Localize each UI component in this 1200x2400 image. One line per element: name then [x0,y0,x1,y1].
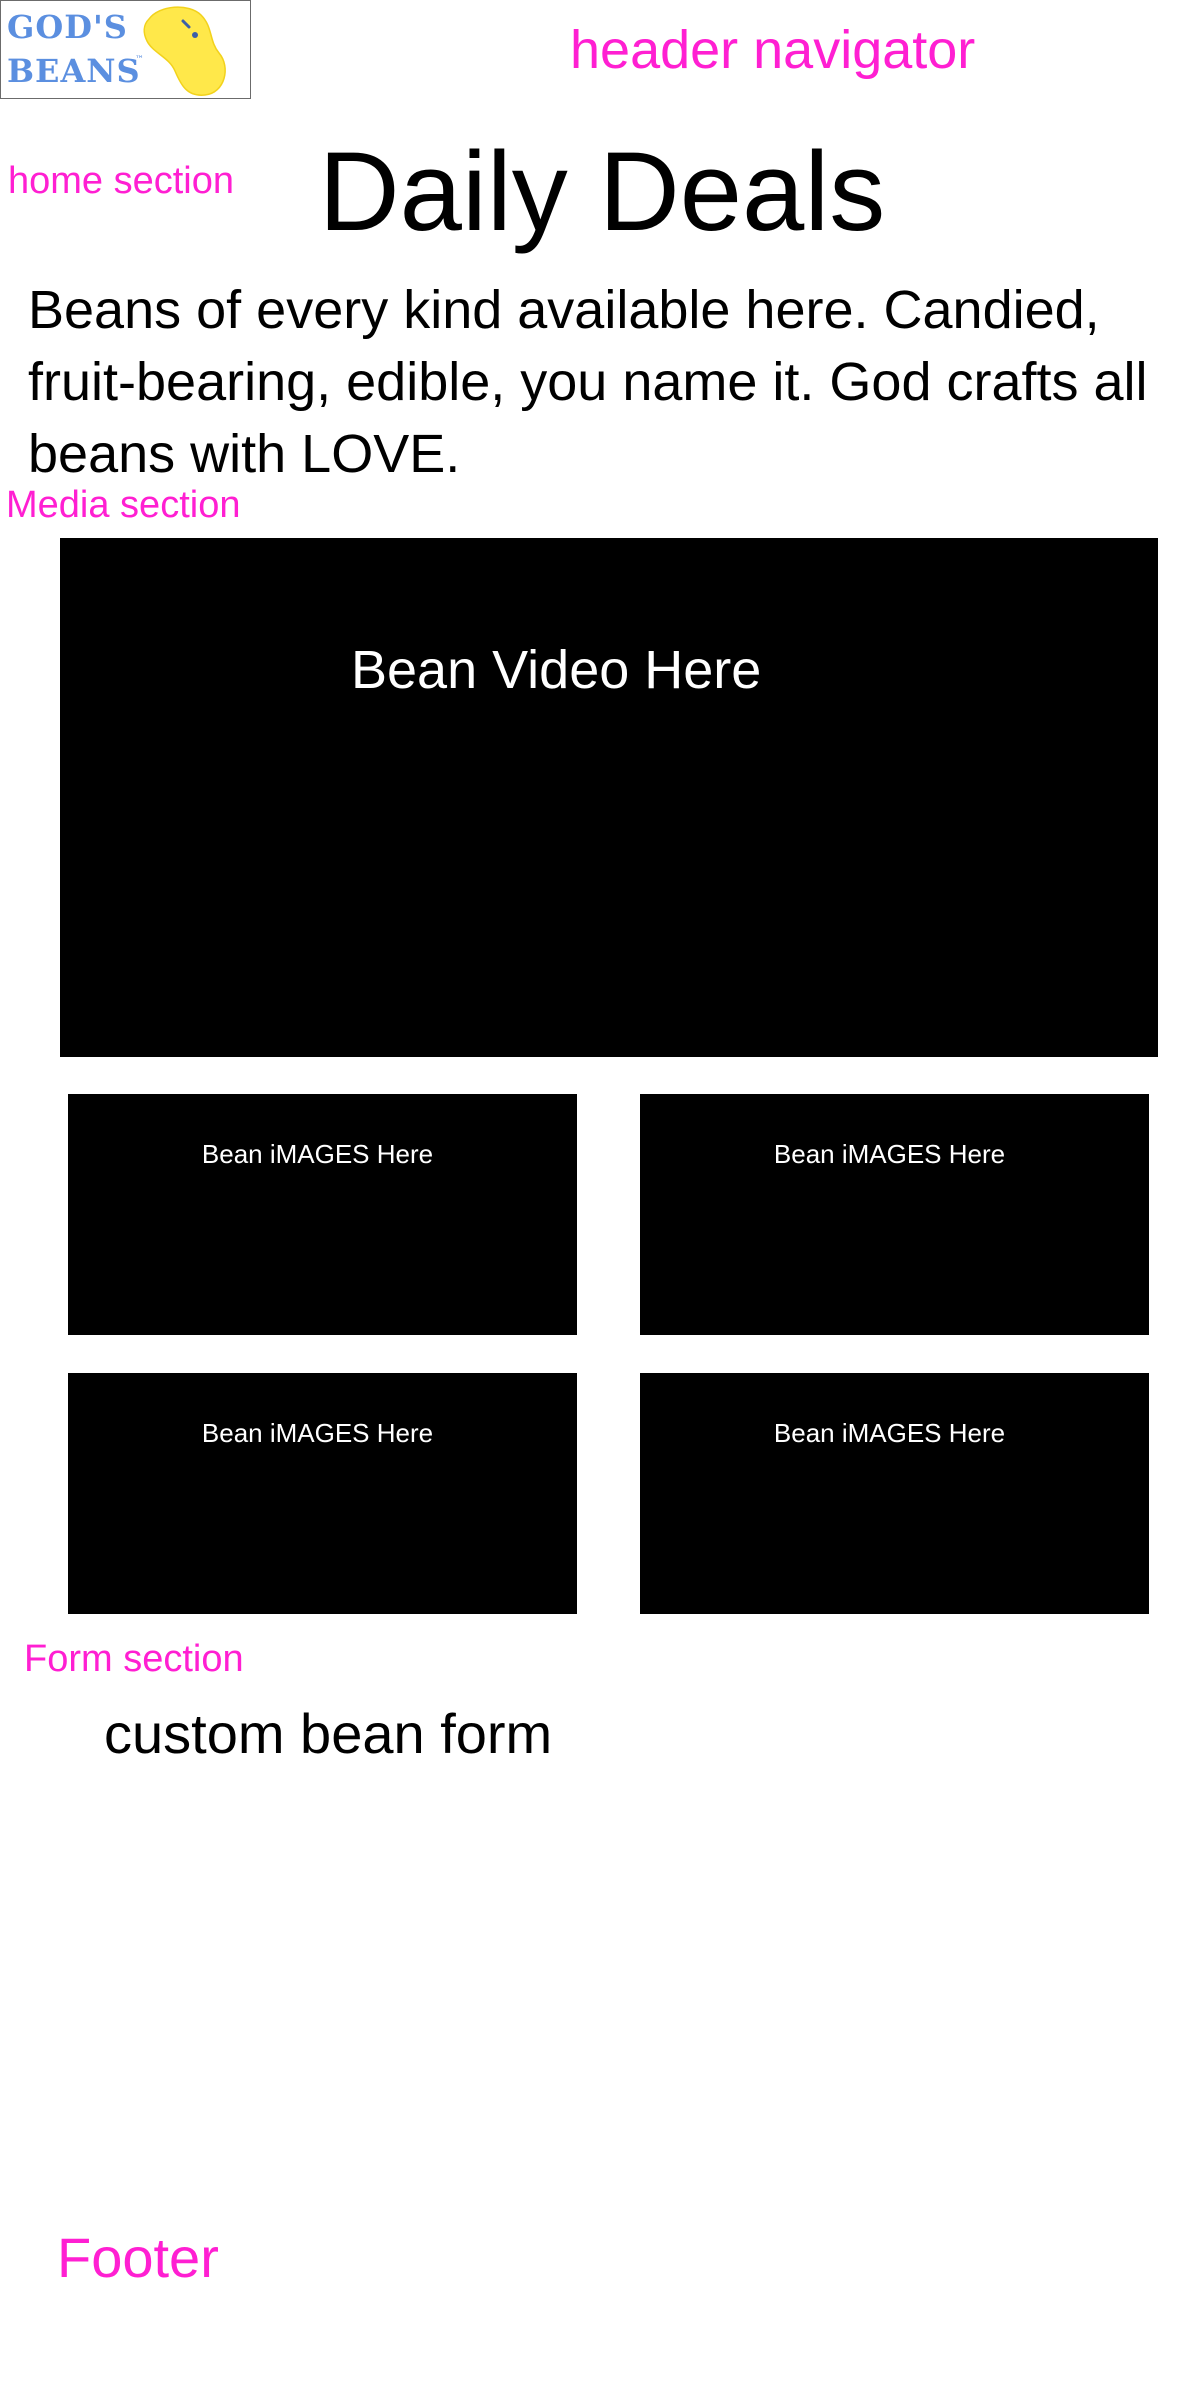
home-section-label: home section [8,160,235,202]
image-caption: Bean iMAGES Here [201,1139,434,1169]
video-placeholder[interactable]: Bean Video Here [60,538,1158,1057]
form-section-label: Form section [24,1638,244,1680]
bean-icon [143,6,226,96]
custom-bean-form-title: custom bean form [104,1702,553,1765]
image-placeholder: Bean iMAGES Here [68,1094,577,1335]
media-section-label: Media section [6,484,241,526]
image-placeholder: Bean iMAGES Here [68,1373,577,1614]
header-navigator-label: header navigator [570,20,976,80]
trademark-symbol: ™ [135,55,144,65]
logo-wordmark: GOD'S BEANS [7,5,141,93]
intro-paragraph: Beans of every kind available here. Cand… [28,280,1148,484]
image-caption: Bean iMAGES Here [773,1418,1006,1448]
image-caption: Bean iMAGES Here [201,1418,434,1448]
image-placeholder: Bean iMAGES Here [640,1373,1149,1614]
footer-label: Footer [57,2226,219,2289]
image-caption: Bean iMAGES Here [773,1139,1006,1169]
logo-line-2: BEANS [7,52,141,90]
logo-line-1: GOD'S [7,8,128,46]
image-placeholder: Bean iMAGES Here [640,1094,1149,1335]
video-caption: Bean Video Here [351,640,762,700]
page-title: Daily Deals [318,129,886,254]
logo[interactable]: GOD'S BEANS ™ [0,0,251,99]
